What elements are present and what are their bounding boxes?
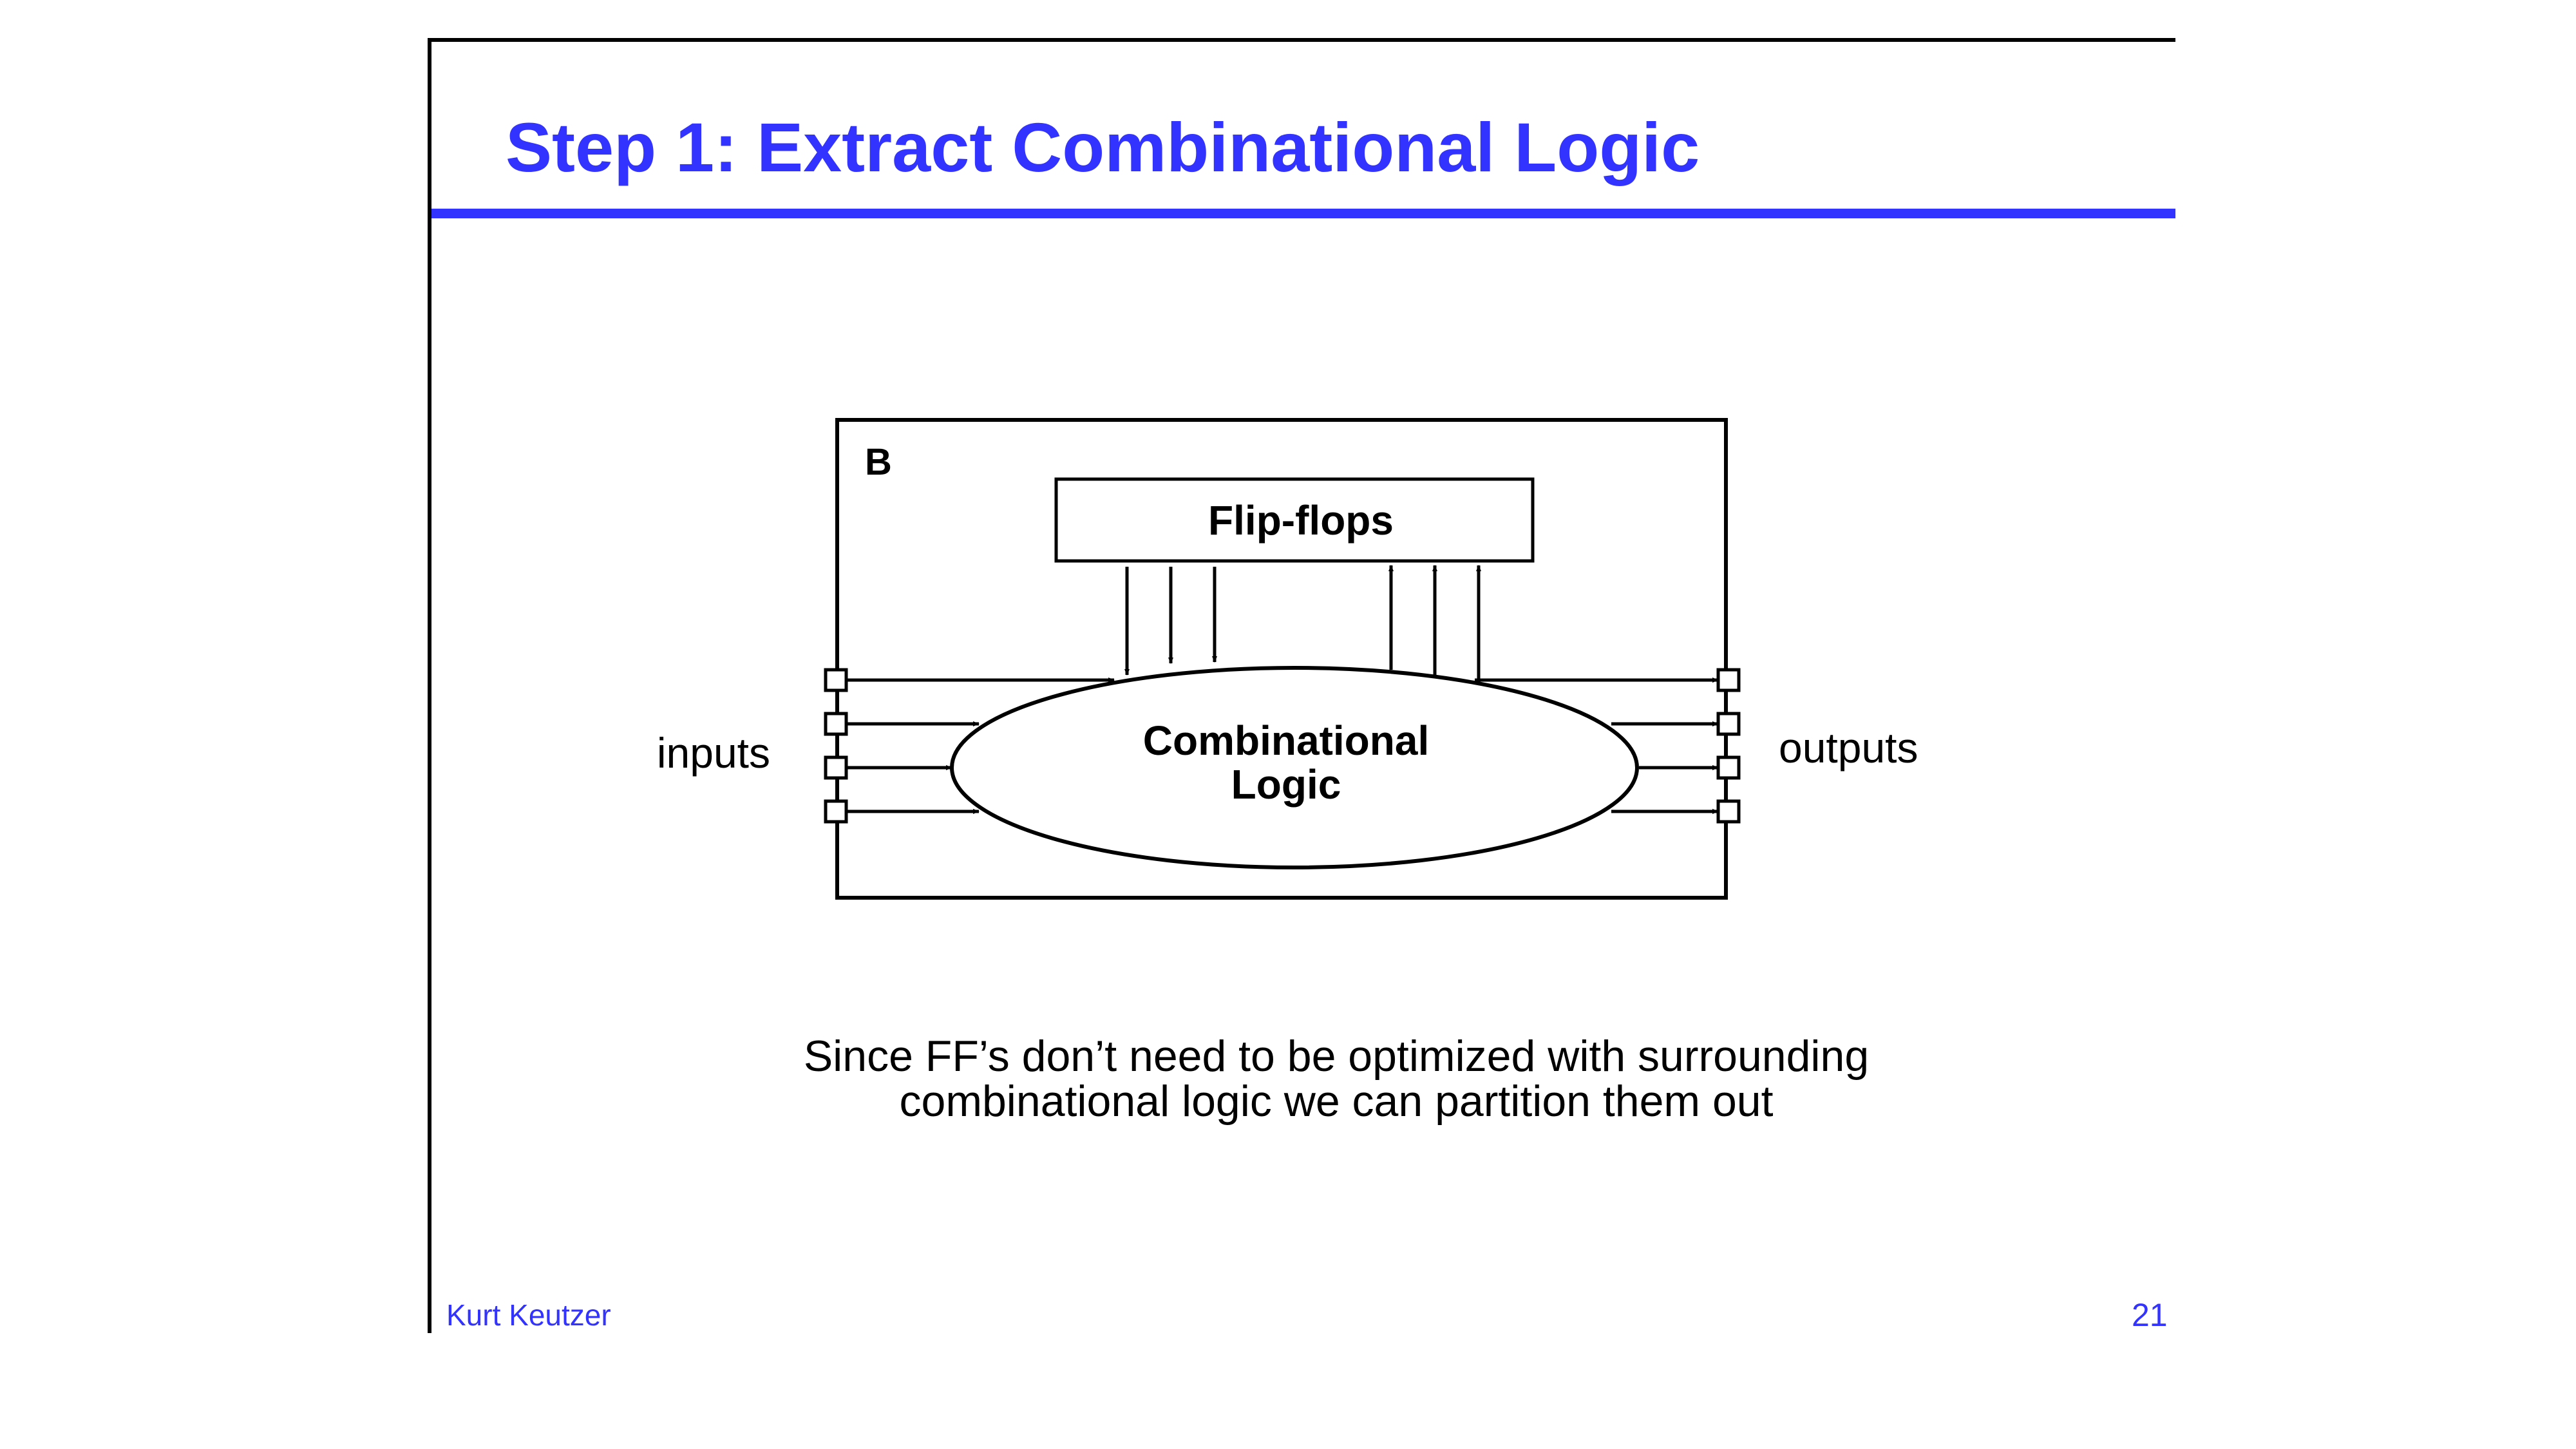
- block-b-box: [835, 418, 1728, 900]
- flipflops-box: [1054, 477, 1535, 563]
- logic-label-line1: Combinational: [1143, 717, 1429, 764]
- output-port: [1716, 799, 1741, 824]
- footer-author: Kurt Keutzer: [446, 1298, 611, 1332]
- combinational-logic-ellipse: [950, 666, 1639, 869]
- input-port: [824, 799, 848, 824]
- output-port: [1716, 712, 1741, 736]
- slide-title: Step 1: Extract Combinational Logic: [506, 108, 1700, 186]
- output-port: [1716, 668, 1741, 692]
- output-port: [1716, 755, 1741, 780]
- inputs-label: inputs: [657, 729, 770, 777]
- caption-line: combinational logic we can partition the…: [899, 1077, 1774, 1126]
- input-port: [824, 668, 848, 692]
- page-number: 21: [2132, 1297, 2168, 1333]
- input-port: [824, 755, 848, 780]
- slide-frame-top: [428, 38, 2175, 42]
- title-underline: [431, 209, 2175, 218]
- outputs-label: outputs: [1779, 724, 1918, 772]
- caption-line: Since FF’s don’t need to be optimized wi…: [803, 1032, 1870, 1081]
- flipflops-label: Flip-flops: [1208, 497, 1394, 544]
- block-b-label: B: [865, 441, 892, 483]
- caption: Since FF’s don’t need to be optimized wi…: [676, 1034, 1996, 1124]
- slide-frame-left: [428, 38, 431, 1333]
- input-port: [824, 712, 848, 736]
- logic-label-line2: Logic: [1231, 761, 1341, 808]
